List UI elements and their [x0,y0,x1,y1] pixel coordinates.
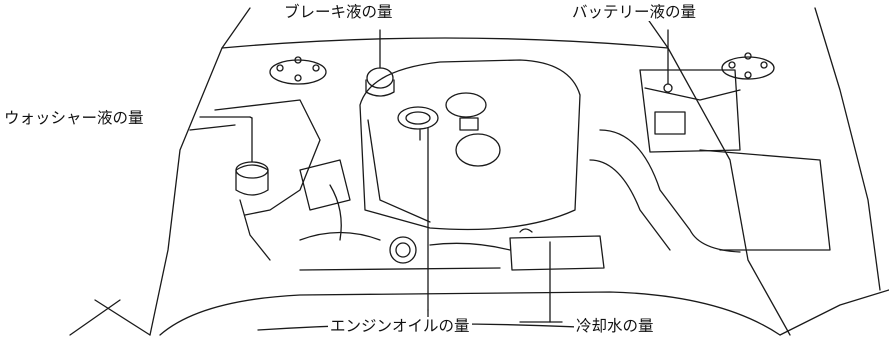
label-washer-fluid: ウォッシャー液の量 [2,109,146,127]
label-engine-oil: エンジンオイルの量 [328,317,472,335]
label-brake-fluid: ブレーキ液の量 [282,3,395,21]
coolant-reservoir [509,228,605,323]
strut-towers [269,52,775,85]
hood-frame [69,7,889,336]
washer-reservoir [189,99,321,261]
lower-components [299,159,511,271]
label-coolant: 冷却水の量 [574,317,656,335]
engine-cover [359,59,581,231]
air-duct [589,129,831,253]
label-battery-fluid: バッテリー液の量 [570,3,699,21]
brake-reservoir [365,29,395,97]
battery [639,29,741,153]
leader-lines [199,116,563,323]
